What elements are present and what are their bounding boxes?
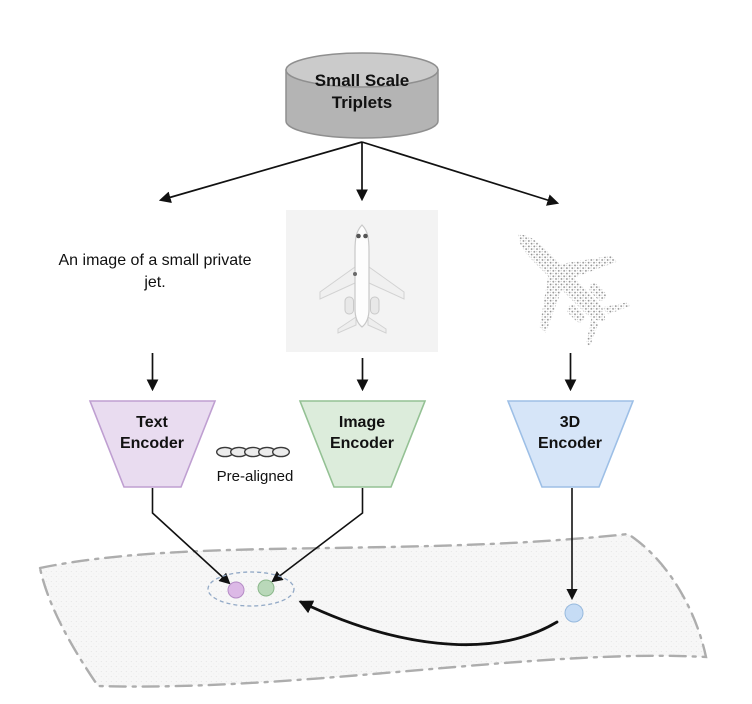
alignment-ellipse: [207, 571, 295, 607]
line-image-encoder-to-dot: [271, 488, 364, 583]
prealigned-label: Pre-aligned: [216, 468, 294, 485]
image-encoder-shape: [298, 400, 427, 488]
text-encoder-label: Text Encoder: [119, 414, 184, 452]
pointcloud-sample: [518, 234, 631, 347]
arrow-db-to-text: [158, 141, 363, 204]
image-embedding-dot: [257, 579, 275, 597]
line-text-encoder-to-dot: [151, 488, 231, 585]
text-embedding-dot: [227, 581, 245, 599]
embedding-space-surface: [38, 532, 708, 688]
image-sample: [286, 210, 438, 352]
chain-icon: [215, 446, 291, 458]
3d-encoder-shape: [506, 400, 635, 488]
airplane-top-view-icon: [319, 224, 405, 334]
database-label: Small Scale Triplets: [314, 71, 410, 113]
text-caption: An image of a small private jet.: [58, 252, 252, 291]
3d-embedding-dot: [564, 603, 584, 623]
image-encoder-label: Image Encoder: [329, 414, 394, 452]
3d-to-aligned-arrow: [298, 600, 559, 646]
3d-encoder-label: 3D Encoder: [537, 414, 602, 452]
arrow-db-to-3d: [361, 141, 560, 206]
triplets-database: [285, 52, 439, 139]
text-encoder-shape: [88, 400, 217, 488]
